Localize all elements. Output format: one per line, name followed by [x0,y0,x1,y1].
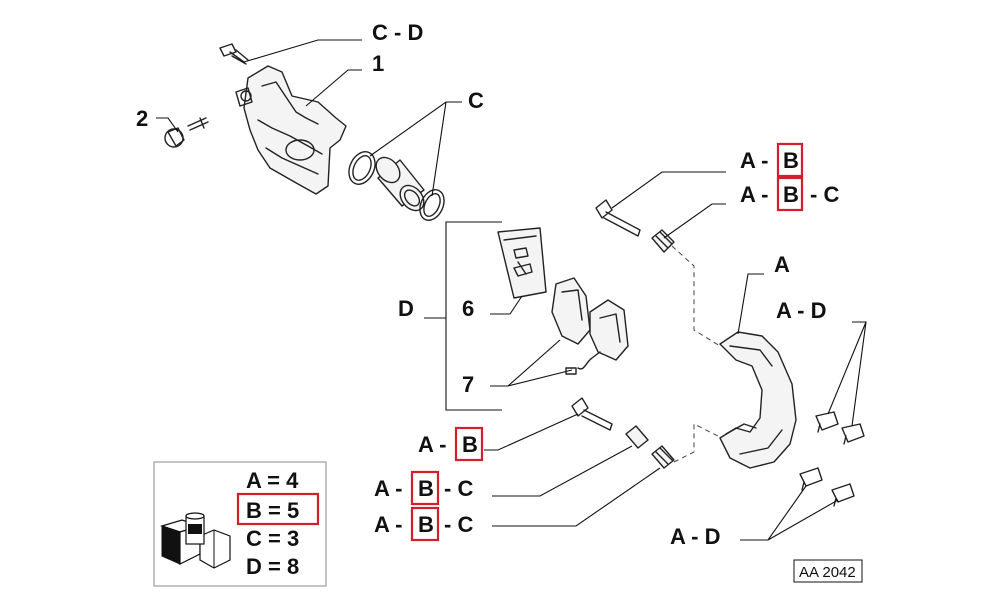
highlight-box-b-3 [454,426,484,462]
leader-a-d-bottom [740,485,839,541]
leader-a-d-top [827,321,867,427]
hardware-bag [497,227,547,299]
callout-a-b-2-prefix: A - [418,432,447,457]
assembly-line-upper [671,245,721,347]
callout-a-b-c-2-highlight: B [418,476,434,501]
leader-c [369,101,462,197]
bracket-d [424,221,502,411]
brake-pad-outer [551,277,591,345]
callout-a-b-1-highlight: B [783,148,799,173]
highlight-box-b-1 [776,142,804,178]
callout-a-b-c-3-highlight: B [418,512,434,537]
leader-2 [156,117,179,133]
callout-a-b-c-2-suffix: - C [444,476,473,501]
legend-row-d: D = 8 [246,554,299,579]
legend-row-b: B = 5 [246,498,299,523]
leader-a-b-2 [484,413,579,451]
bolt-part-2 [164,117,209,148]
callout-a-b-c-1-highlight: B [783,182,799,207]
leader-6 [490,295,523,315]
piston-seal-ring [348,151,376,185]
leader-a-b-1 [611,171,726,209]
caliper-body [235,65,347,195]
callout-2: 2 [136,106,148,131]
highlight-box-b-2 [776,176,804,212]
package-icon [160,512,231,569]
callout-a-b-c-1-suffix: - C [810,182,839,207]
callout-a-b-2-highlight: B [462,432,478,457]
reference-code-frame [793,559,863,583]
highlight-box-b-4 [410,470,440,506]
clip-4 [831,483,855,507]
callout-6: 6 [462,296,474,321]
callout-c-d: C - D [372,20,423,45]
callout-a-b-c-3-prefix: A - [374,512,403,537]
brake-pad-inner [565,299,629,375]
callout-a-b-1-prefix: A - [740,148,769,173]
callout-a-b-c-3-suffix: - C [444,512,473,537]
guide-pin-boot-upper [651,229,675,253]
leader-a-b-c-1 [663,203,726,239]
leader-a-b-c-2 [492,445,633,497]
highlight-box-b-5 [410,506,440,542]
callout-a-d-bottom: A - D [670,524,721,549]
callout-a-d-top: A - D [776,298,827,323]
reference-code: AA 2042 [799,564,856,581]
dust-boot-ring [419,189,445,221]
leader-1 [305,69,362,107]
callout-7: 7 [462,372,474,397]
clip-3 [799,467,823,491]
bleed-screw [219,43,249,65]
callout-d: D [398,296,414,321]
guide-pin-upper [595,199,641,237]
legend-row-c: C = 3 [246,526,299,551]
legend-row-a: A = 4 [246,468,299,493]
leader-c-d [243,39,362,63]
leader-7 [490,339,573,387]
callout-c: C [468,88,484,113]
highlight-box-legend-b [236,492,320,526]
callout-a-b-c-1-prefix: A - [740,182,769,207]
reference-code-box: AA 2042 [793,559,863,583]
leader-a-b-c-3 [492,467,661,527]
clip-1 [815,411,839,433]
guide-pin-lower [571,397,613,431]
quantity-legend: A = 4 B = 5 C = 3 D = 8 [153,461,327,587]
piston [375,156,425,212]
callout-a: A [774,252,790,277]
leader-a [737,273,764,335]
guide-pin-boot-lower [651,445,675,469]
assembly-line-lower [673,423,719,463]
guide-bushing-lower [625,425,649,449]
callout-a-b-c-2-prefix: A - [374,476,403,501]
carrier-bracket [719,331,797,469]
callout-1: 1 [372,51,384,76]
clip-2 [841,423,865,445]
